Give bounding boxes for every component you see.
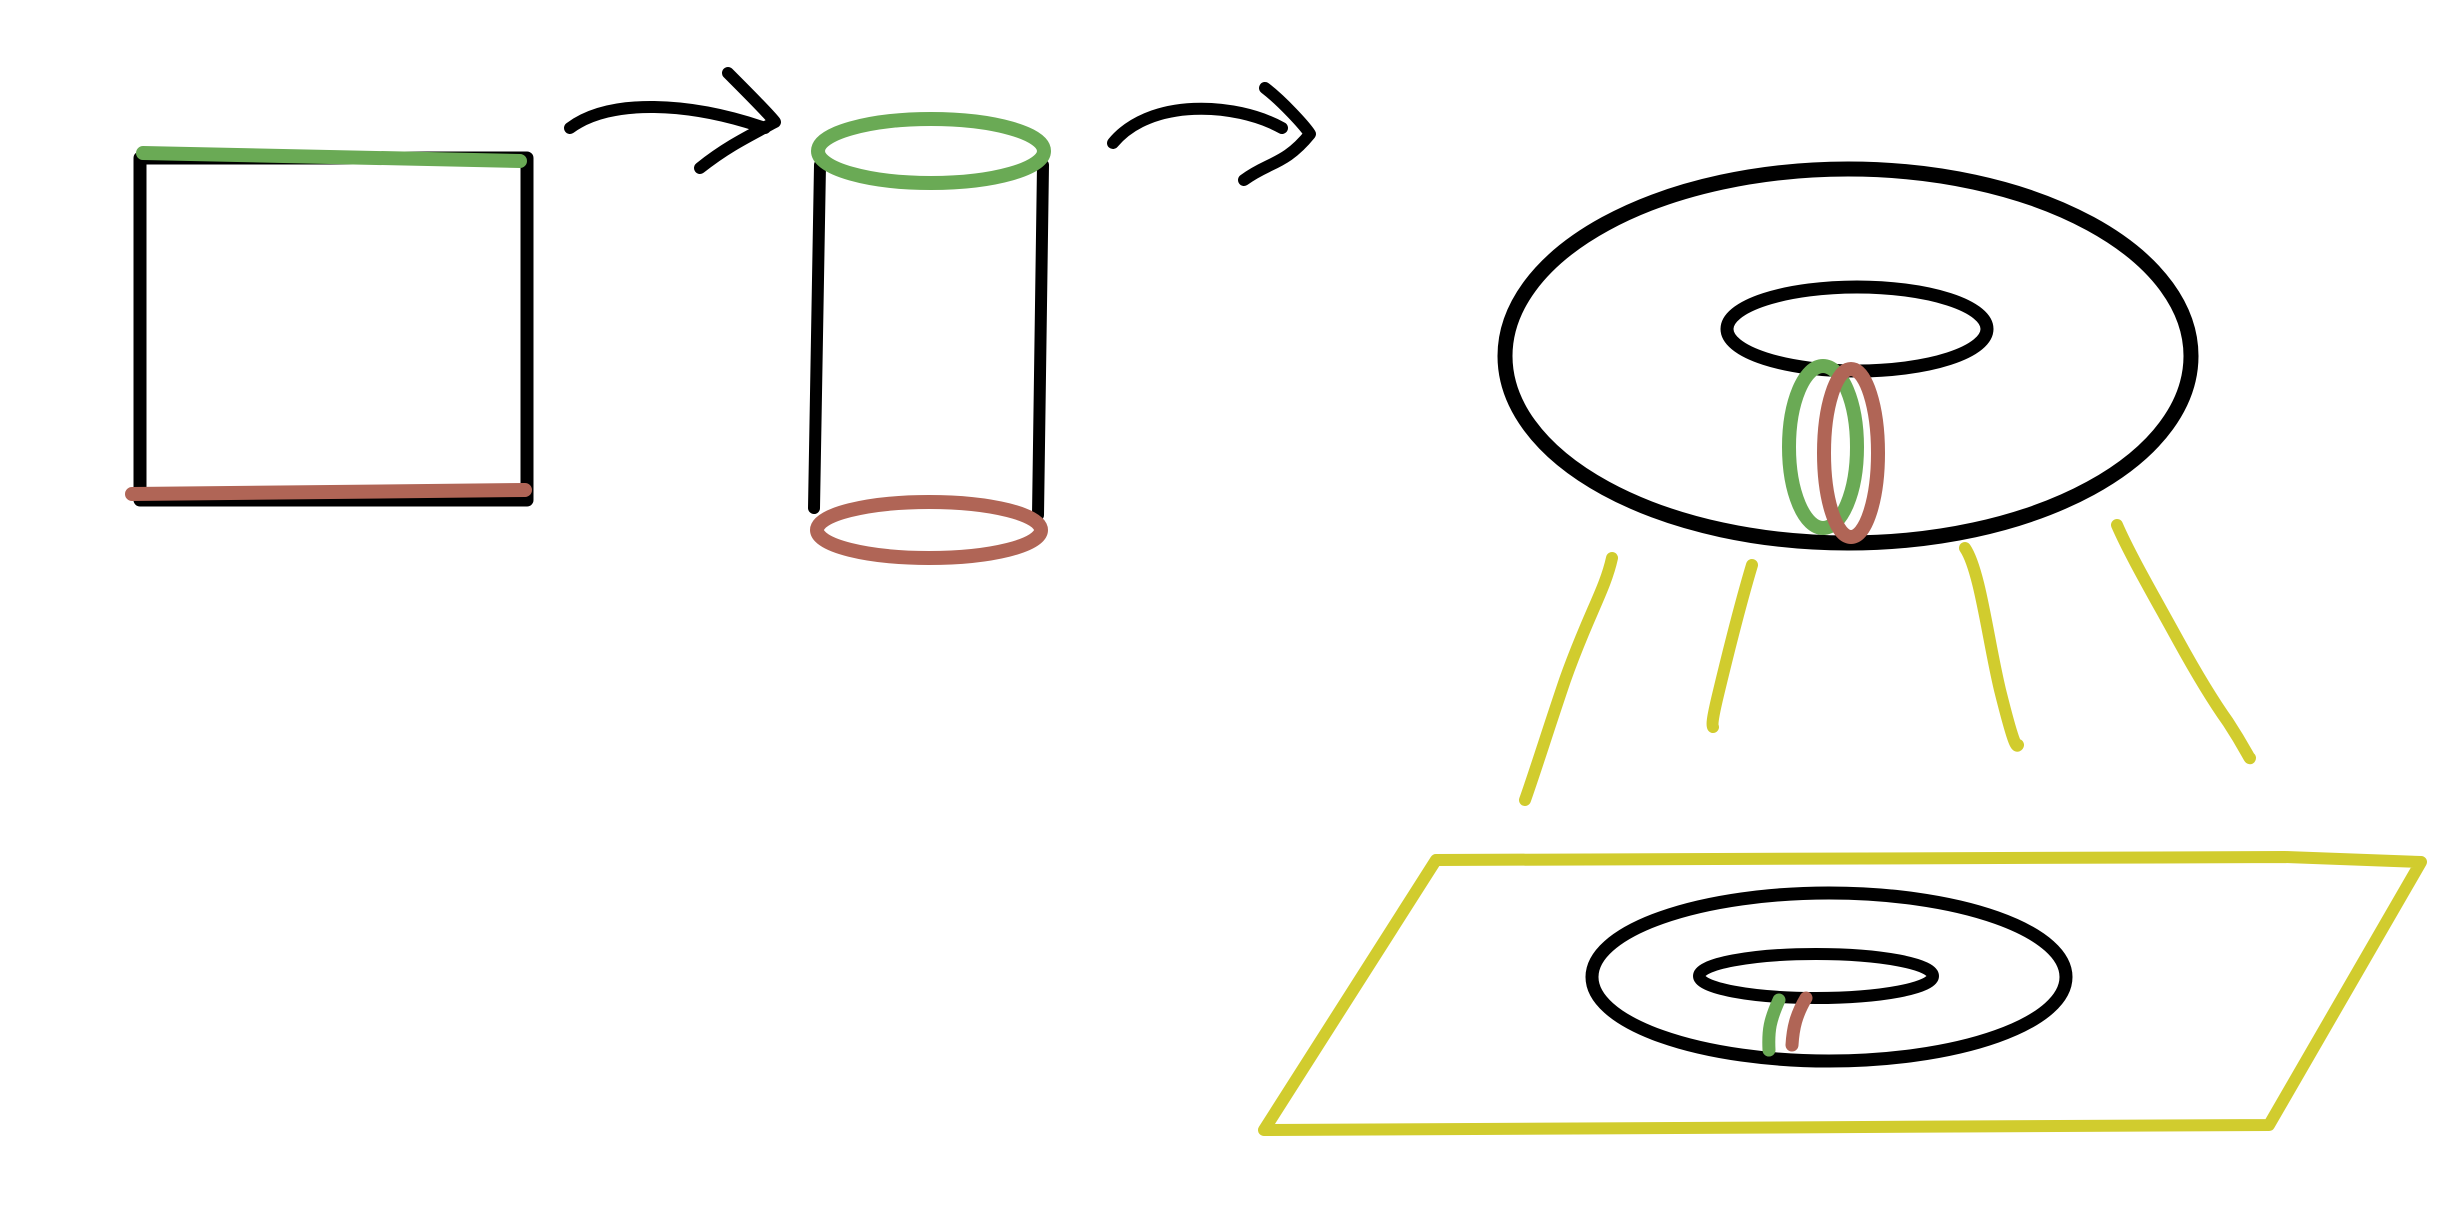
projection-line bbox=[1959, 542, 2024, 752]
flat-meridian-green bbox=[1762, 993, 1786, 1057]
flat-meridian-red bbox=[1785, 991, 1813, 1052]
curved-arrow-right-icon bbox=[1107, 82, 1316, 186]
flat-torus-on-plane bbox=[1258, 851, 2427, 1136]
square-bottom-edge-red bbox=[125, 483, 532, 501]
flat-torus-outer bbox=[1585, 886, 2073, 1068]
cylinder-top-circle-green bbox=[811, 112, 1051, 190]
curved-arrow-right-icon bbox=[564, 67, 781, 174]
torus-inner-hole bbox=[1720, 280, 1994, 378]
projection-line bbox=[2111, 519, 2256, 765]
flat-torus-inner bbox=[1693, 948, 1939, 1004]
projection-line bbox=[1519, 552, 1618, 806]
cylinder-right-side bbox=[1032, 159, 1049, 521]
torus-meridian-green bbox=[1782, 359, 1864, 535]
projection-line bbox=[1706, 559, 1758, 733]
torus-figure bbox=[1497, 161, 2199, 551]
projection-lines bbox=[1519, 519, 2256, 806]
square-outline bbox=[133, 151, 534, 507]
square-top-edge-green bbox=[136, 146, 527, 168]
cylinder-bottom-circle-red bbox=[810, 495, 1048, 565]
torus-meridian-red bbox=[1817, 362, 1885, 544]
cylinder-figure bbox=[808, 112, 1051, 565]
cylinder-left-side bbox=[808, 159, 826, 514]
yellow-plane bbox=[1258, 851, 2427, 1136]
square-figure bbox=[125, 146, 534, 507]
